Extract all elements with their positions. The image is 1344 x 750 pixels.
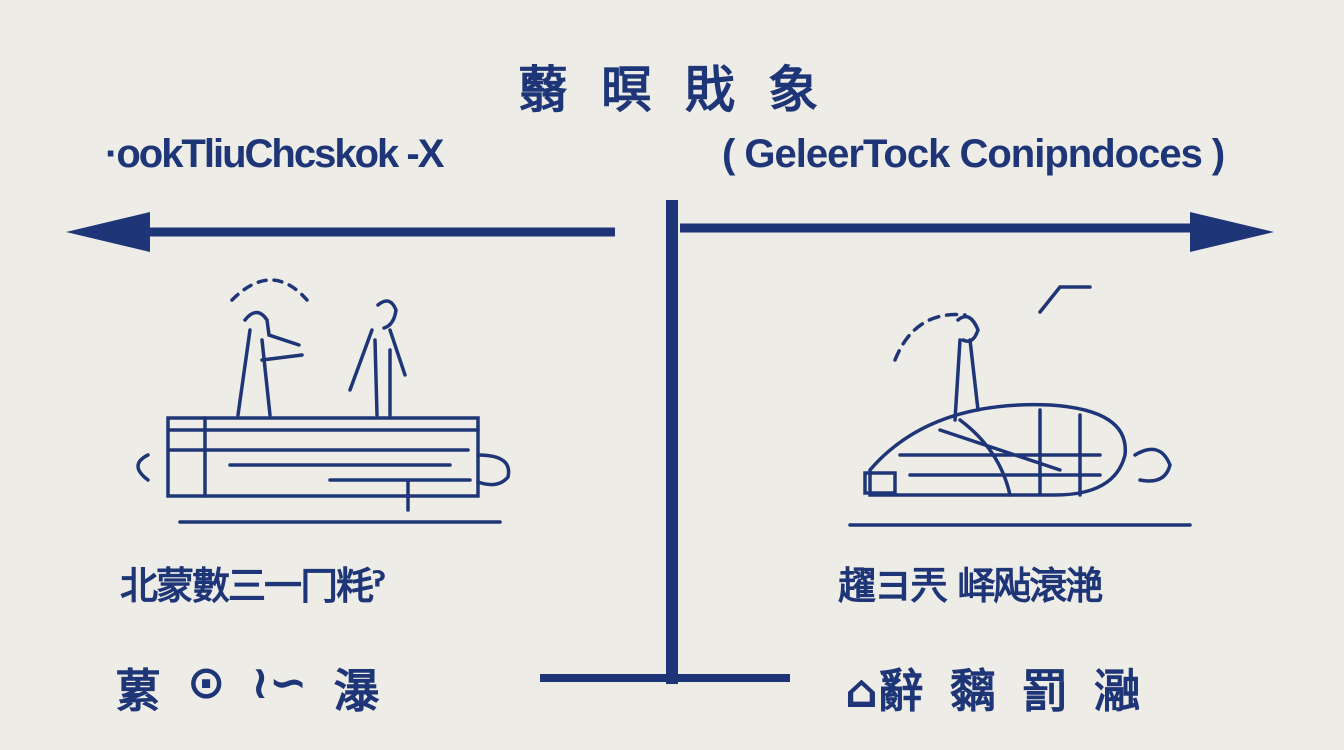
left-icon-row: 蔂 ⊙ ≀∽ 瀑: [115, 655, 379, 721]
left-heading: ·ookTliuChcskok -X: [105, 132, 444, 176]
right-icon-row: ⌂辭 黐 罰 瀜: [845, 655, 1140, 721]
house-icon: ⌂辭: [845, 664, 924, 718]
text-block-icon: 蔂: [115, 664, 161, 718]
right-sketch: [848, 285, 1192, 527]
text-block-icon: 瀑: [333, 664, 380, 718]
text-block-icon: 黐: [949, 664, 996, 718]
left-sketch: [136, 278, 511, 524]
left-caption: 北蒙數三一冂粍ˀ: [120, 564, 384, 608]
wave-icon: ≀∽: [251, 655, 308, 709]
circle-face-icon: ⊙: [187, 655, 226, 709]
right-caption: 趯ヨ兲 峄飐滖滟: [838, 564, 1103, 608]
diagram-title: 蘙 暝 戝 象: [517, 60, 827, 119]
right-arrowhead: [1190, 212, 1274, 252]
text-block-icon: 瀜: [1093, 664, 1140, 718]
right-heading: ( GeleerTock Conipndoces ): [722, 132, 1225, 176]
box-icon: 罰: [1021, 664, 1068, 718]
left-arrowhead: [66, 212, 150, 252]
